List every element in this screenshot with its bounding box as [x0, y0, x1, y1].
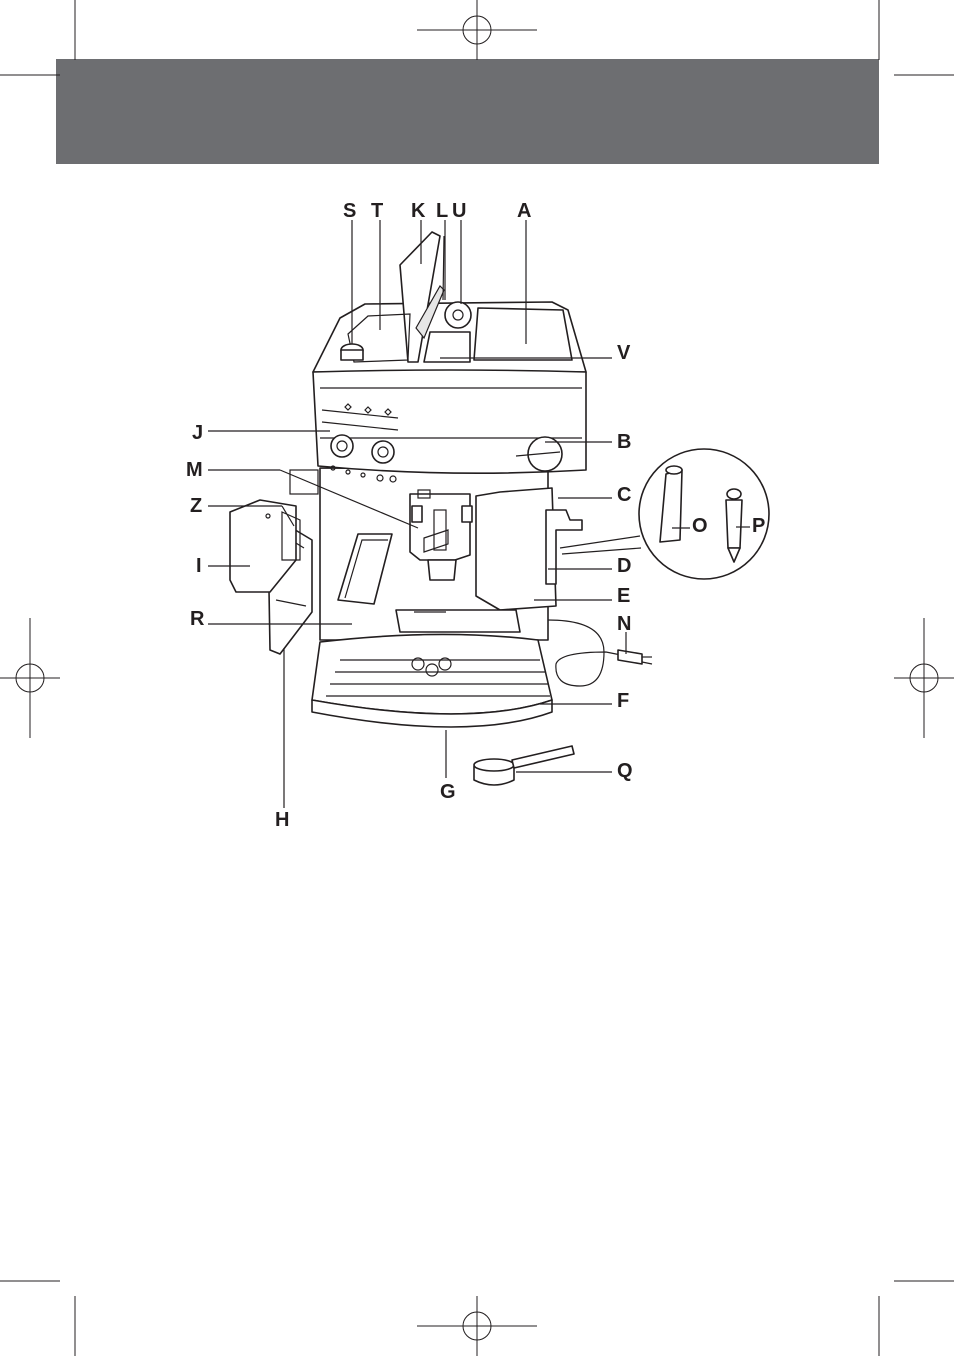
- label-Z: Z: [190, 495, 202, 517]
- label-D: D: [617, 555, 631, 577]
- label-M: M: [186, 459, 203, 481]
- label-L: L: [436, 200, 448, 222]
- label-T: T: [371, 200, 383, 222]
- label-F: F: [617, 690, 629, 712]
- label-R: R: [190, 608, 205, 630]
- registration-mark-right: [894, 618, 954, 738]
- label-P: P: [752, 515, 765, 537]
- label-B: B: [617, 431, 631, 453]
- registration-mark-top: [417, 0, 537, 60]
- measuring-scoop: [474, 746, 574, 785]
- label-K: K: [411, 200, 426, 222]
- label-A: A: [517, 200, 531, 222]
- label-N: N: [617, 613, 631, 635]
- label-V: V: [617, 342, 631, 364]
- label-E: E: [617, 585, 630, 607]
- label-S: S: [343, 200, 356, 222]
- label-H: H: [275, 809, 289, 831]
- label-J: J: [192, 422, 203, 444]
- drip-tray: [312, 634, 552, 727]
- label-Q: Q: [617, 760, 633, 782]
- label-I: I: [196, 555, 202, 577]
- detail-inset: [560, 449, 769, 579]
- registration-mark-bottom: [417, 1296, 537, 1356]
- registration-mark-left: [0, 618, 60, 738]
- label-U: U: [452, 200, 466, 222]
- label-C: C: [617, 484, 631, 506]
- label-G: G: [440, 781, 456, 803]
- label-O: O: [692, 515, 708, 537]
- machine-body: [313, 232, 652, 686]
